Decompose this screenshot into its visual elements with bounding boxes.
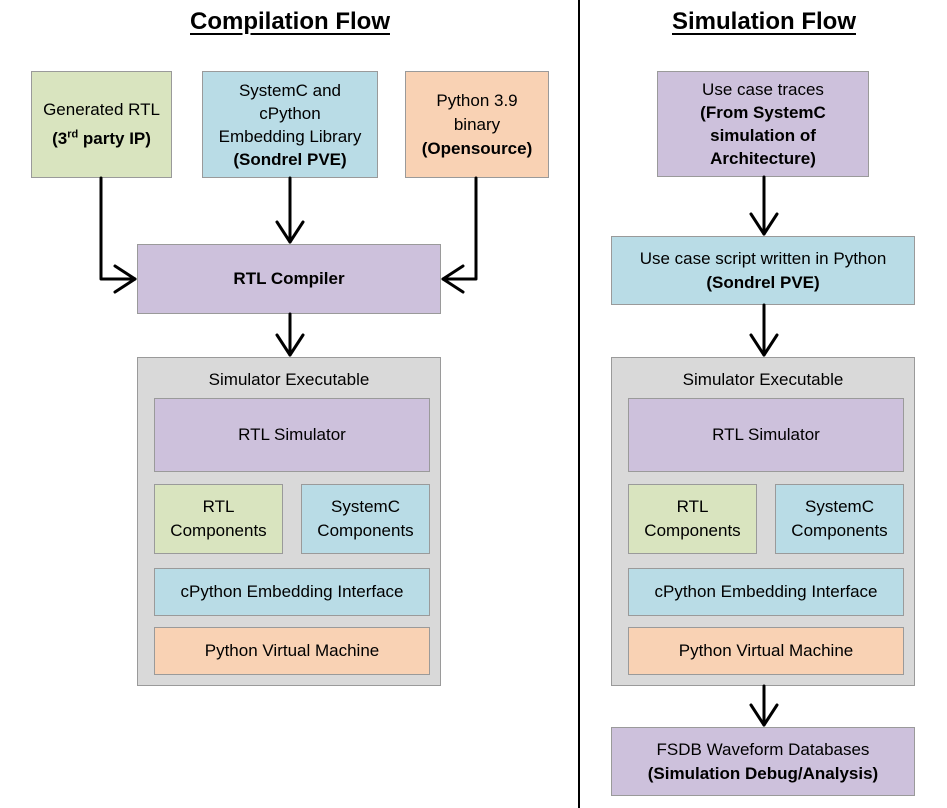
simulation-flow-title: Simulation Flow: [672, 8, 856, 35]
simulator-executable-label: Simulator Executable: [208, 370, 370, 389]
python-virtual-machine-box-sim: Python Virtual Machine: [628, 627, 904, 675]
systemc-components-line1: SystemC: [331, 497, 400, 516]
generated-rtl-source: (3rd party IP): [52, 128, 151, 148]
python-vm-label-sim: Python Virtual Machine: [678, 641, 854, 660]
systemc-components-line2: Components: [317, 521, 414, 540]
rtl-compiler-label: RTL Compiler: [233, 269, 345, 288]
arrowhead-generated-rtl: [113, 264, 137, 294]
arrow-python-binary-to-compiler: [441, 176, 478, 281]
rtl-simulator-box: RTL Simulator: [154, 398, 430, 472]
rtl-components-line1-sim: RTL: [676, 497, 709, 516]
rtl-components-box: RTL Components: [154, 484, 283, 554]
systemc-cpython-library-box: SystemC and cPython Embedding Library (S…: [202, 71, 378, 178]
systemc-lib-line2: cPython: [259, 103, 321, 123]
systemc-components-box: SystemC Components: [301, 484, 430, 554]
rtl-simulator-box-sim: RTL Simulator: [628, 398, 904, 472]
systemc-components-line1-sim: SystemC: [805, 497, 874, 516]
fsdb-waveform-databases-box: FSDB Waveform Databases (Simulation Debu…: [611, 727, 915, 796]
arrowhead-compiler: [275, 333, 305, 357]
arrow-generated-rtl-to-compiler: [99, 176, 137, 281]
rtl-components-box-sim: RTL Components: [628, 484, 757, 554]
cpython-embedding-interface-box: cPython Embedding Interface: [154, 568, 430, 616]
use-case-script-source: (Sondrel PVE): [706, 272, 820, 292]
use-case-script-line1: Use case script written in Python: [639, 248, 887, 268]
use-case-traces-line3: simulation of: [710, 126, 816, 145]
rtl-simulator-label-sim: RTL Simulator: [712, 425, 820, 444]
arrowhead-systemc-lib: [275, 220, 305, 244]
systemc-lib-source: (Sondrel PVE): [233, 149, 347, 169]
systemc-components-line2-sim: Components: [791, 521, 888, 540]
arrowhead-python-binary: [441, 264, 465, 294]
use-case-traces-box: Use case traces (From SystemC simulation…: [657, 71, 869, 177]
systemc-lib-line3: Embedding Library: [218, 126, 362, 146]
cpython-embedding-interface-box-sim: cPython Embedding Interface: [628, 568, 904, 616]
use-case-traces-line2: (From SystemC: [700, 103, 826, 122]
rtl-components-line2: Components: [170, 521, 267, 540]
python-binary-line2: binary: [453, 114, 501, 134]
use-case-script-box: Use case script written in Python (Sondr…: [611, 236, 915, 305]
python-binary-box: Python 3.9 binary (Opensource): [405, 71, 549, 178]
rtl-simulator-label: RTL Simulator: [238, 425, 346, 444]
arrowhead-traces: [749, 212, 779, 236]
simulator-executable-label-sim: Simulator Executable: [682, 370, 844, 389]
python-virtual-machine-box: Python Virtual Machine: [154, 627, 430, 675]
cpython-interface-label-sim: cPython Embedding Interface: [654, 582, 878, 601]
systemc-components-box-sim: SystemC Components: [775, 484, 904, 554]
rtl-compiler-box: RTL Compiler: [137, 244, 441, 314]
arrowhead-executable: [749, 703, 779, 727]
compilation-flow-title: Compilation Flow: [190, 8, 390, 35]
generated-rtl-box: Generated RTL (3rd party IP): [31, 71, 172, 178]
generated-rtl-label: Generated RTL: [43, 100, 160, 120]
python-binary-source: (Opensource): [421, 138, 533, 158]
python-vm-label: Python Virtual Machine: [204, 641, 380, 660]
use-case-traces-line4: Architecture): [710, 149, 816, 168]
rtl-components-line2-sim: Components: [644, 521, 741, 540]
use-case-traces-line1: Use case traces: [702, 80, 824, 99]
rtl-components-line1: RTL: [202, 497, 235, 516]
cpython-interface-label: cPython Embedding Interface: [180, 582, 404, 601]
fsdb-line2: (Simulation Debug/Analysis): [647, 763, 879, 783]
fsdb-line1: FSDB Waveform Databases: [656, 739, 870, 759]
systemc-lib-line1: SystemC and: [238, 80, 342, 100]
python-binary-line1: Python 3.9: [436, 90, 518, 110]
arrowhead-script: [749, 333, 779, 357]
flow-divider: [578, 0, 580, 808]
